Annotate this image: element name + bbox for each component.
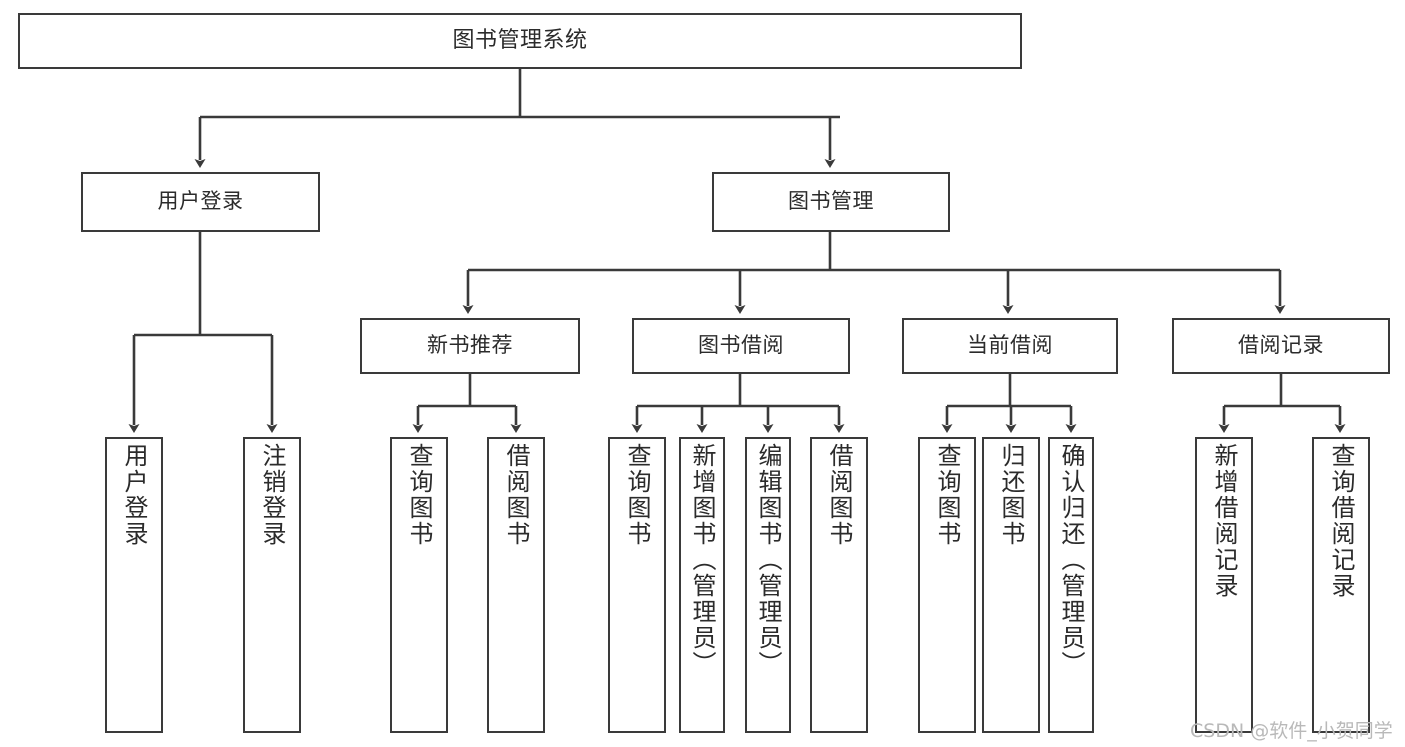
- leaf-newbook-borrow-book[interactable]: 借阅图书: [487, 437, 545, 733]
- node-user-login-label: 用户登录: [157, 189, 244, 214]
- leaf-user-logout[interactable]: 注销登录: [243, 437, 301, 733]
- leaf-current-confirm-return-admin[interactable]: 确认归还（管理员）: [1048, 437, 1094, 733]
- leaf-records-add-record-label: 新增借阅记录: [1210, 443, 1238, 599]
- leaf-records-query-record-label: 查询借阅记录: [1327, 443, 1355, 599]
- node-root-label: 图书管理系统: [452, 27, 588, 53]
- leaf-current-query-book[interactable]: 查询图书: [918, 437, 976, 733]
- leaf-records-query-record[interactable]: 查询借阅记录: [1312, 437, 1370, 733]
- leaf-borrow-query-book-label: 查询图书: [623, 443, 651, 547]
- leaf-current-return-book-label: 归还图书: [997, 443, 1025, 547]
- leaf-borrow-borrow-book[interactable]: 借阅图书: [810, 437, 868, 733]
- leaf-borrow-edit-book-admin[interactable]: 编辑图书（管理员）: [745, 437, 791, 733]
- leaf-current-confirm-return-admin-label: 确认归还（管理员）: [1057, 443, 1085, 677]
- leaf-newbook-query-book[interactable]: 查询图书: [390, 437, 448, 733]
- csdn-watermark: CSDN @软件_小贺同学: [1190, 720, 1393, 742]
- node-book-borrow[interactable]: 图书借阅: [632, 318, 850, 374]
- leaf-borrow-edit-book-admin-label: 编辑图书（管理员）: [754, 443, 782, 677]
- node-new-book-recommend-label: 新书推荐: [427, 333, 513, 358]
- node-borrow-records[interactable]: 借阅记录: [1172, 318, 1390, 374]
- leaf-current-return-book[interactable]: 归还图书: [982, 437, 1040, 733]
- leaf-user-login[interactable]: 用户登录: [105, 437, 163, 733]
- node-book-management-label: 图书管理: [788, 189, 874, 214]
- node-book-management[interactable]: 图书管理: [712, 172, 950, 232]
- node-root[interactable]: 图书管理系统: [18, 13, 1022, 69]
- leaf-user-login-label: 用户登录: [120, 443, 148, 547]
- leaf-user-logout-label: 注销登录: [258, 443, 286, 547]
- leaf-borrow-query-book[interactable]: 查询图书: [608, 437, 666, 733]
- node-user-login[interactable]: 用户登录: [81, 172, 320, 232]
- leaf-newbook-query-book-label: 查询图书: [405, 443, 433, 547]
- node-book-borrow-label: 图书借阅: [698, 333, 784, 358]
- leaf-records-add-record[interactable]: 新增借阅记录: [1195, 437, 1253, 733]
- node-borrow-records-label: 借阅记录: [1238, 333, 1324, 358]
- node-new-book-recommend[interactable]: 新书推荐: [360, 318, 580, 374]
- leaf-borrow-borrow-book-label: 借阅图书: [825, 443, 853, 547]
- leaf-borrow-add-book-admin[interactable]: 新增图书（管理员）: [679, 437, 725, 733]
- node-current-borrow[interactable]: 当前借阅: [902, 318, 1118, 374]
- leaf-current-query-book-label: 查询图书: [933, 443, 961, 547]
- leaf-borrow-add-book-admin-label: 新增图书（管理员）: [688, 443, 716, 677]
- leaf-newbook-borrow-book-label: 借阅图书: [502, 443, 530, 547]
- node-current-borrow-label: 当前借阅: [967, 333, 1053, 358]
